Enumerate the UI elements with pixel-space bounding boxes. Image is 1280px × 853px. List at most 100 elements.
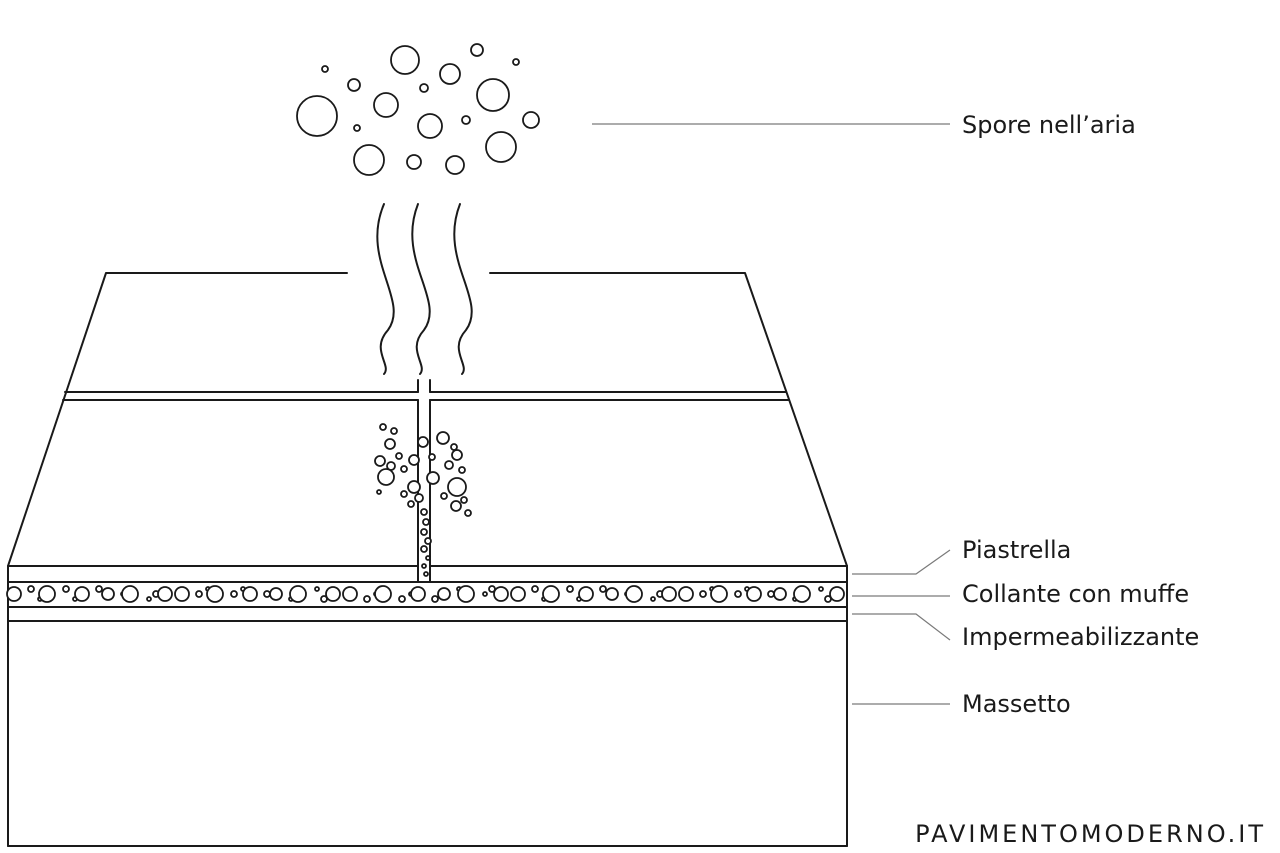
spore-bubble	[353, 124, 361, 132]
label-massetto: Massetto	[962, 690, 1071, 718]
joint-mold-spores	[374, 423, 472, 577]
label-spore: Spore nell’aria	[962, 111, 1136, 139]
adhesive-bubble	[661, 586, 677, 602]
spore-bubble	[439, 63, 461, 85]
adhesive-bubble	[242, 586, 258, 602]
spore-bubble	[512, 58, 520, 66]
adhesive-bubble	[457, 585, 475, 603]
label-collante: Collante con muffe	[962, 580, 1190, 608]
mold-spore	[376, 489, 382, 495]
mold-spore	[422, 518, 430, 526]
mold-spore	[420, 545, 428, 553]
adhesive-mold-bubbles	[6, 585, 845, 603]
mold-spore	[421, 563, 427, 569]
spore-bubble	[406, 154, 422, 170]
adhesive-layer	[6, 581, 848, 608]
mold-spore	[460, 496, 468, 504]
adhesive-bubble	[157, 586, 173, 602]
adhesive-bubble	[699, 590, 707, 598]
spore-bubble	[373, 92, 399, 118]
adhesive-bubble	[482, 591, 488, 597]
spore-bubble	[461, 115, 471, 125]
adhesive-bubble	[101, 587, 115, 601]
spore-bubble	[417, 113, 443, 139]
spore-bubble	[522, 111, 540, 129]
mold-spore	[444, 460, 454, 470]
adhesive-bubble	[289, 585, 307, 603]
mold-spore	[407, 500, 415, 508]
leader-impermeabilizzante	[852, 613, 951, 641]
adhesive-bubble	[38, 585, 56, 603]
mold-spore	[407, 480, 421, 494]
adhesive-bubble	[398, 595, 406, 603]
adhesive-bubble	[566, 585, 574, 593]
leader-piastrella	[852, 549, 951, 575]
mold-spore	[424, 537, 432, 545]
spore-bubble	[419, 83, 429, 93]
spore-bubble	[321, 65, 329, 73]
mold-spore	[408, 454, 420, 466]
adhesive-bubble	[746, 586, 762, 602]
spore-bubble	[485, 131, 517, 163]
mold-spore	[400, 465, 408, 473]
adhesive-bubble	[578, 586, 594, 602]
mold-spore	[390, 427, 398, 435]
adhesive-bubble	[230, 590, 238, 598]
adhesive-bubble	[542, 585, 560, 603]
adhesive-bubble	[121, 585, 139, 603]
adhesive-bubble	[437, 587, 451, 601]
adhesive-bubble	[410, 586, 426, 602]
adhesive-bubble	[74, 586, 90, 602]
leader-lines	[592, 123, 951, 705]
spore-bubble	[390, 45, 420, 75]
mold-spore	[395, 452, 403, 460]
spore-bubble	[470, 43, 484, 57]
adhesive-bubble	[734, 590, 742, 598]
adhesive-bubble	[174, 586, 190, 602]
spore-bubble	[347, 78, 361, 92]
adhesive-bubble	[818, 586, 824, 592]
mold-spore	[374, 455, 386, 467]
adhesive-bubble	[793, 585, 811, 603]
adhesive-bubble	[599, 585, 607, 593]
mold-spore	[436, 431, 450, 445]
adhesive-bubble	[678, 586, 694, 602]
mold-spore	[458, 466, 466, 474]
spore-cloud	[296, 43, 540, 176]
adhesive-bubble	[510, 586, 526, 602]
adhesive-bubble	[493, 586, 509, 602]
adhesive-bubble	[27, 585, 35, 593]
adhesive-bubble	[829, 586, 845, 602]
mold-spore	[447, 477, 467, 497]
mold-spore	[379, 423, 387, 431]
label-piastrella: Piastrella	[962, 536, 1072, 564]
adhesive-bubble	[206, 585, 224, 603]
spore-bubble	[296, 95, 338, 137]
mold-spore	[420, 528, 428, 536]
mold-spore	[377, 468, 395, 486]
adhesive-bubble	[605, 587, 619, 601]
mold-spore	[426, 471, 440, 485]
adhesive-bubble	[325, 586, 341, 602]
adhesive-bubble	[363, 595, 371, 603]
rising-spore-waves	[376, 203, 473, 375]
mold-spore	[384, 438, 396, 450]
tile-surface	[7, 272, 848, 567]
site-watermark: PAVIMENTOMODERNO.IT	[915, 820, 1266, 848]
adhesive-bubble	[650, 596, 656, 602]
adhesive-bubble	[269, 587, 283, 601]
mold-spore	[420, 508, 428, 516]
label-impermeabilizzante: Impermeabilizzante	[962, 623, 1200, 651]
adhesive-bubble	[146, 596, 152, 602]
adhesive-bubble	[625, 585, 643, 603]
adhesive-bubble	[531, 585, 539, 593]
mold-spore	[451, 449, 463, 461]
mold-spore	[417, 436, 429, 448]
tile-layer	[7, 565, 848, 847]
adhesive-bubble	[773, 587, 787, 601]
adhesive-bubble	[342, 586, 358, 602]
mold-spore	[414, 493, 424, 503]
adhesive-bubble	[195, 590, 203, 598]
mold-spore	[423, 571, 429, 577]
